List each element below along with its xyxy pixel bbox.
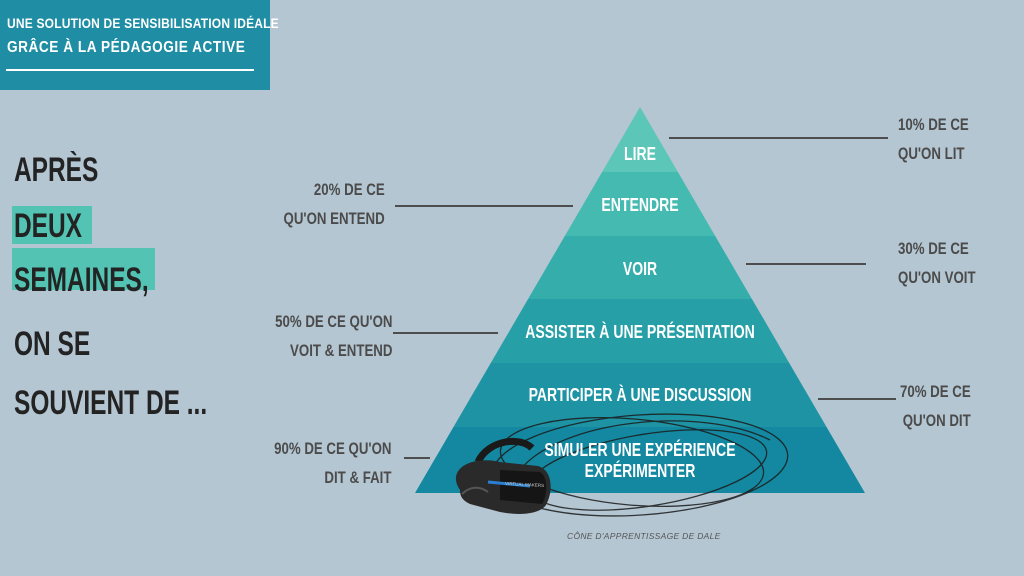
annotation-entendre: 20% DE CE QU'ON ENTEND (283, 180, 385, 228)
level-label-voir: VOIR (622, 259, 658, 279)
pyramid-band-entendre (564, 172, 716, 236)
annotation-presentation: 50% DE CE QU'ON VOIT & ENTEND (274, 312, 392, 360)
annotation-voir: 30% DE CE QU'ON VOIT (898, 239, 976, 287)
annotation-simuler: 90% DE CE QU'ON DIT & FAIT (273, 439, 391, 487)
highlight-deux (12, 206, 92, 244)
level-label-simuler: SIMULER UNE EXPÉRIENCE (544, 440, 736, 460)
level-label-entendre: ENTENDRE (601, 195, 679, 215)
highlight-semaines (12, 248, 155, 290)
pyramid-band-lire (602, 107, 678, 172)
banner-line-1: UNE SOLUTION DE SENSIBILISATION IDÉALE (7, 15, 279, 31)
level-label-lire: LIRE (623, 144, 656, 164)
annotation-lire: 10% DE CE QU'ON LIT (898, 115, 969, 163)
pyramid-band-discussion (453, 363, 827, 427)
headline-line-1: APRÈS (14, 151, 99, 189)
level-label-experimenter: EXPÉRIMENTER (584, 461, 696, 481)
vr-headset-icon (455, 437, 551, 514)
headline-line-3: SEMAINES, (14, 261, 149, 299)
level-label-presentation: ASSISTER À UNE PRÉSENTATION (525, 322, 755, 342)
banner-underline (6, 69, 254, 71)
pyramid-band-presentation (490, 299, 790, 363)
headline-line-5: SOUVIENT DE ... (14, 384, 208, 422)
headline-line-4: ON SE (14, 325, 91, 363)
pyramid-band-voir (528, 236, 752, 299)
caption: CÔNE D'APPRENTISSAGE DE DALE (567, 531, 721, 541)
level-label-discussion: PARTICIPER À UNE DISCUSSION (528, 385, 752, 405)
headset-label: VIRTUAL MAKERS (505, 481, 544, 488)
banner-line-2: GRÂCE À LA PÉDAGOGIE ACTIVE (7, 39, 246, 56)
annotation-discussion: 70% DE CE QU'ON DIT (900, 382, 971, 430)
headline-line-2: DEUX (14, 207, 83, 245)
title-banner: UNE SOLUTION DE SENSIBILISATION IDÉALE G… (0, 0, 279, 90)
